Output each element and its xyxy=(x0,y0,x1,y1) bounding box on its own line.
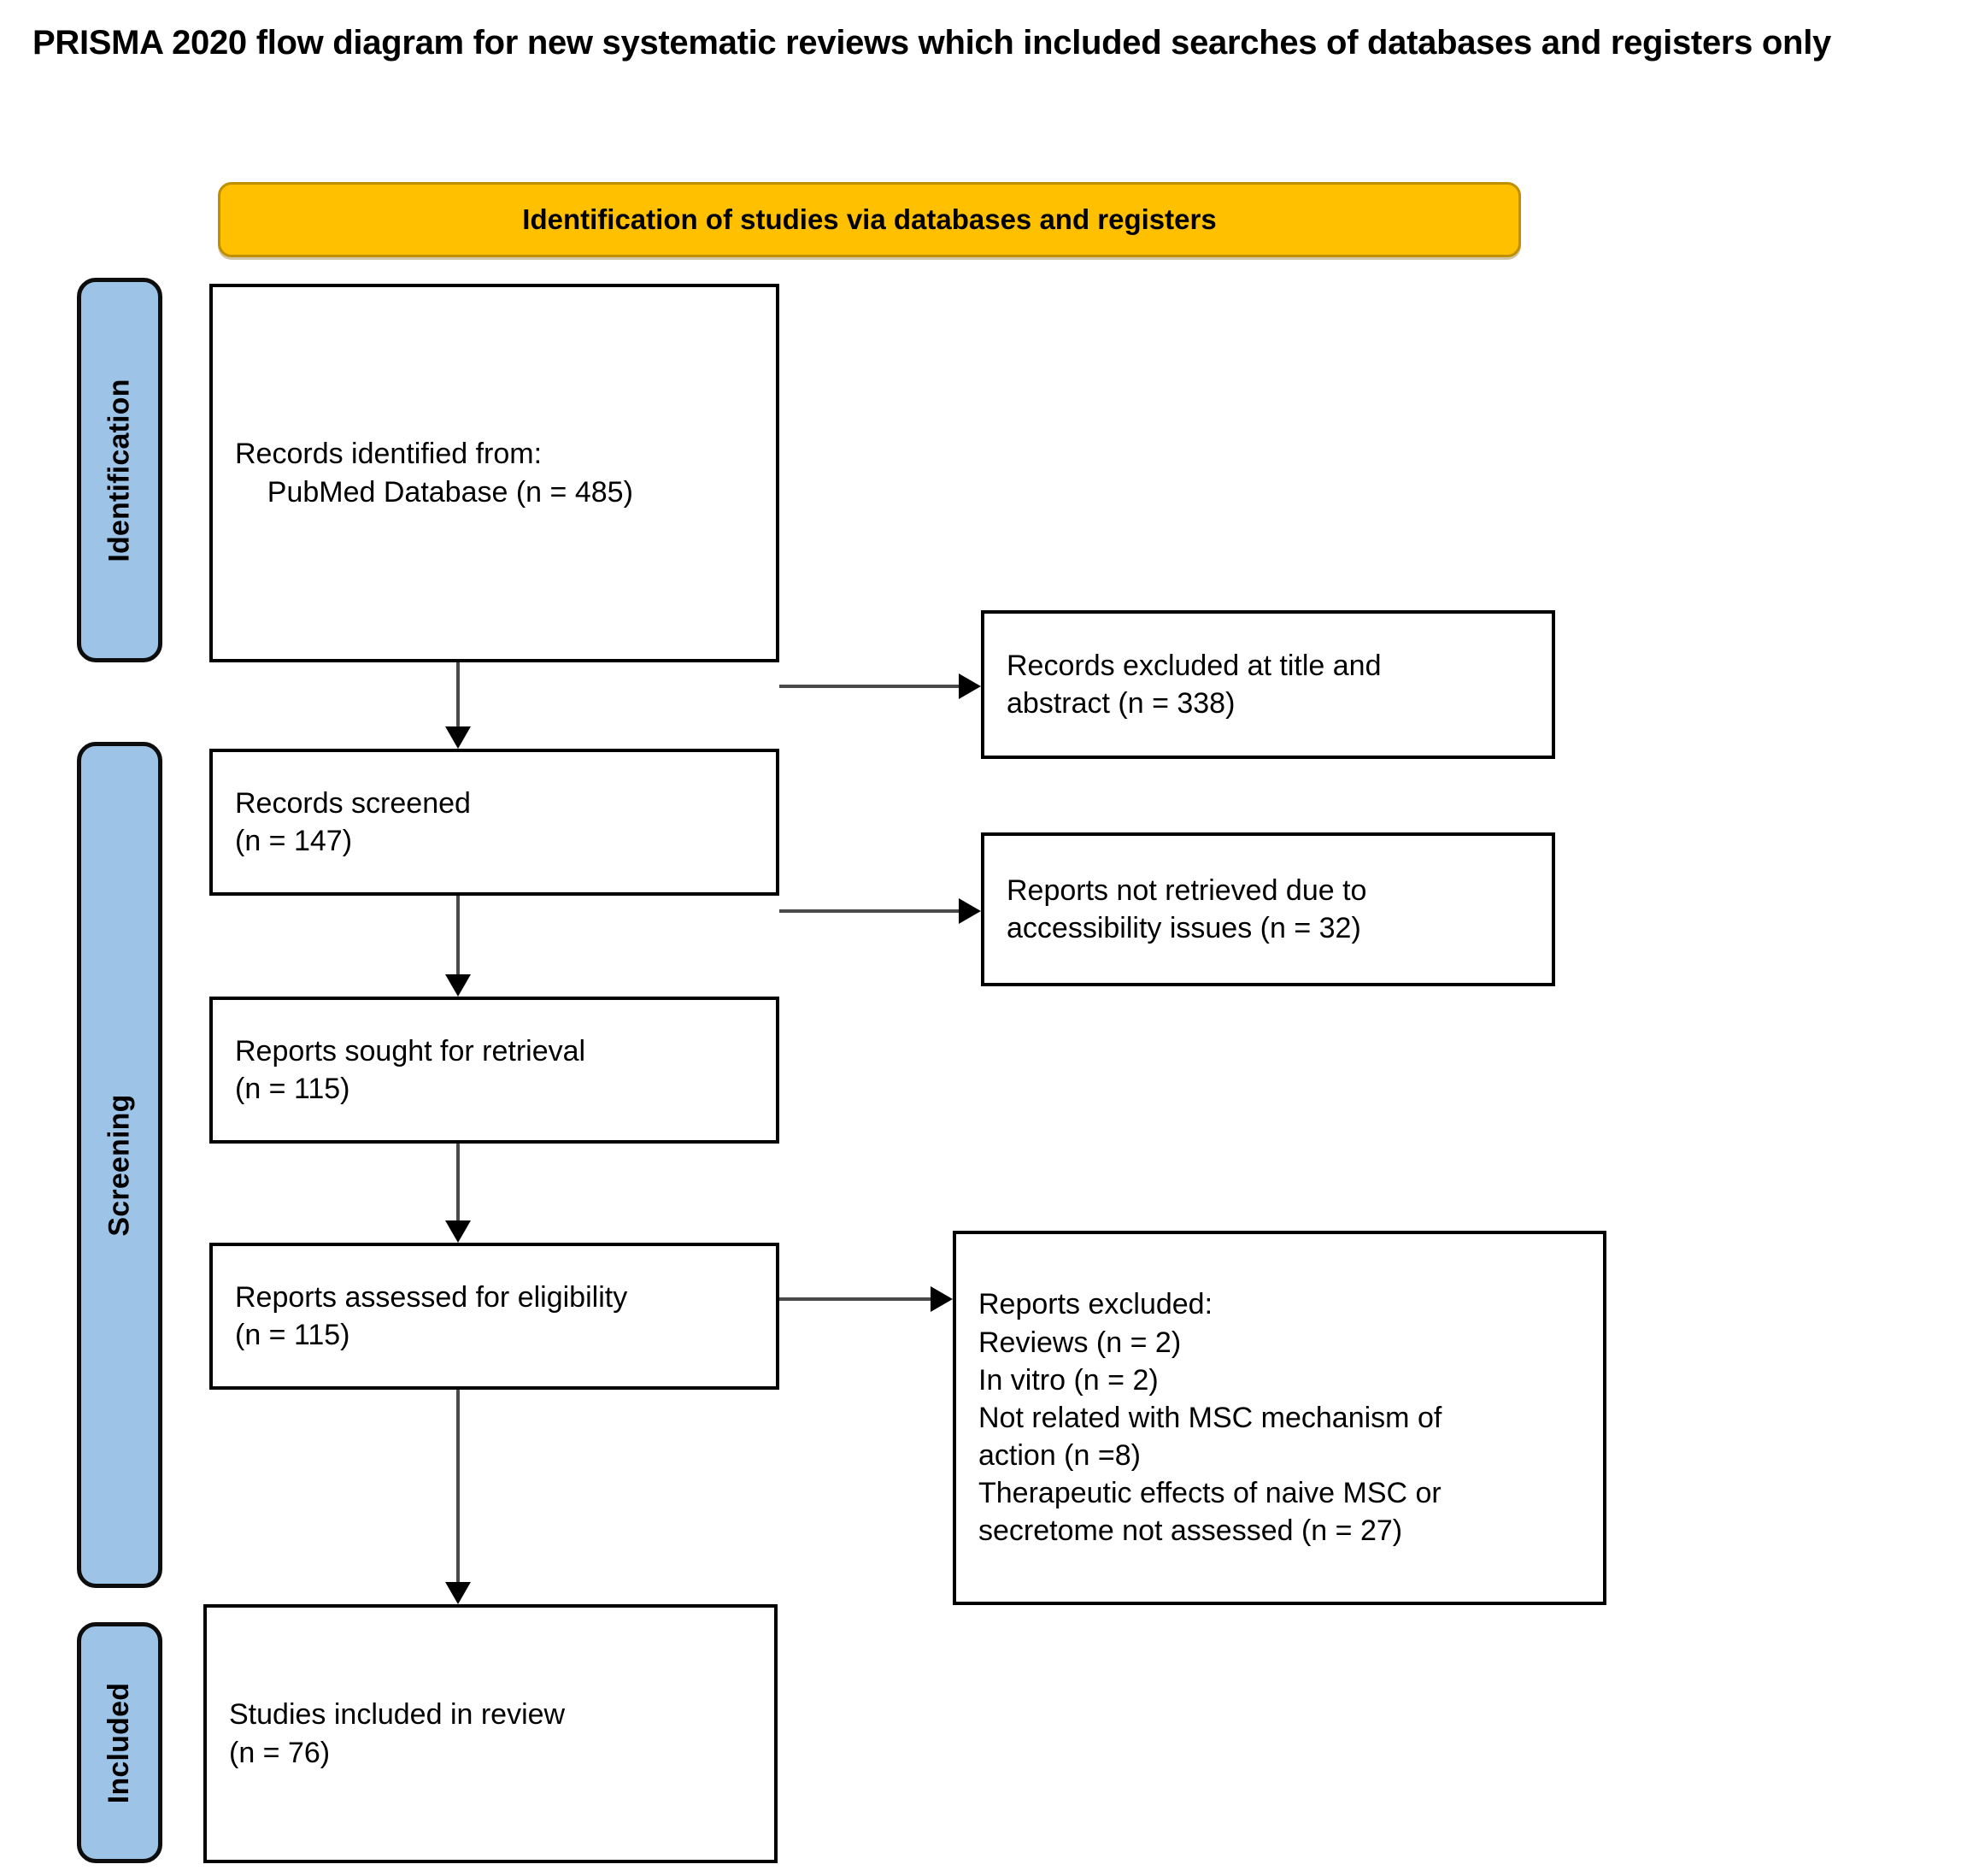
arrow-identified-to-screened xyxy=(445,662,471,749)
records-excluded-line-1: Records excluded at title and xyxy=(1007,649,1382,682)
box-studies-included-review: Studies included in review (n = 76) xyxy=(203,1604,778,1863)
arrow-screened-to-not-retrieved xyxy=(779,898,981,924)
box-reports-not-retrieved: Reports not retrieved due to accessibili… xyxy=(981,832,1555,986)
records-identified-line-1: Records identified from: xyxy=(235,438,543,471)
page-title: PRISMA 2020 flow diagram for new systema… xyxy=(32,24,1831,62)
box-reports-assessed-eligibility: Reports assessed for eligibility (n = 11… xyxy=(209,1243,779,1390)
stage-label-screening: Screening xyxy=(103,1093,136,1237)
reports-excluded-line-7: secretome not assessed (n = 27) xyxy=(978,1514,1403,1548)
stage-label-included: Included xyxy=(103,1682,136,1803)
box-records-excluded-title-abstract: Records excluded at title and abstract (… xyxy=(981,610,1555,759)
reports-assessed-line-1: Reports assessed for eligibility xyxy=(235,1280,628,1314)
reports-excluded-line-1: Reports excluded: xyxy=(978,1288,1213,1321)
reports-assessed-line-2: (n = 115) xyxy=(235,1319,350,1351)
reports-not-retrieved-line-2: accessibility issues (n = 32) xyxy=(1007,912,1361,944)
stage-label-identification: Identification xyxy=(103,378,136,562)
records-screened-line-1: Records screened xyxy=(235,786,471,820)
arrow-sought-to-assessed xyxy=(445,1144,471,1243)
reports-sought-line-1: Reports sought for retrieval xyxy=(235,1034,586,1067)
box-records-screened: Records screened (n = 147) xyxy=(209,749,779,896)
reports-excluded-line-3: In vitro (n = 2) xyxy=(978,1363,1159,1397)
stage-sidebar-identification: Identification xyxy=(77,278,162,662)
reports-not-retrieved-line-1: Reports not retrieved due to xyxy=(1007,873,1367,907)
records-excluded-line-2: abstract (n = 338) xyxy=(1007,687,1236,720)
arrow-assessed-to-included xyxy=(445,1390,471,1604)
reports-excluded-line-4: Not related with MSC mechanism of xyxy=(978,1401,1442,1434)
reports-sought-line-2: (n = 115) xyxy=(235,1073,350,1105)
box-reports-excluded-reasons: Reports excluded: Reviews (n = 2) In vit… xyxy=(953,1231,1606,1605)
stage-sidebar-included: Included xyxy=(77,1622,162,1863)
records-identified-line-2: PubMed Database (n = 485) xyxy=(235,475,633,509)
studies-included-line-2: (n = 76) xyxy=(229,1736,331,1769)
arrow-screened-to-sought xyxy=(445,896,471,997)
reports-excluded-line-6: Therapeutic effects of naive MSC or xyxy=(978,1477,1442,1510)
studies-included-line-1: Studies included in review xyxy=(229,1698,566,1732)
records-screened-line-2: (n = 147) xyxy=(235,825,353,857)
identification-banner: Identification of studies via databases … xyxy=(218,182,1521,257)
reports-excluded-line-5: action (n =8) xyxy=(978,1439,1141,1473)
box-records-identified: Records identified from: PubMed Database… xyxy=(209,284,779,662)
identification-banner-label: Identification of studies via databases … xyxy=(522,203,1217,235)
reports-excluded-line-2: Reviews (n = 2) xyxy=(978,1326,1182,1359)
arrow-identified-to-excluded xyxy=(779,673,981,699)
stage-sidebar-screening: Screening xyxy=(77,742,162,1588)
box-reports-sought-retrieval: Reports sought for retrieval (n = 115) xyxy=(209,997,779,1144)
arrow-assessed-to-excluded-reasons xyxy=(779,1286,953,1312)
